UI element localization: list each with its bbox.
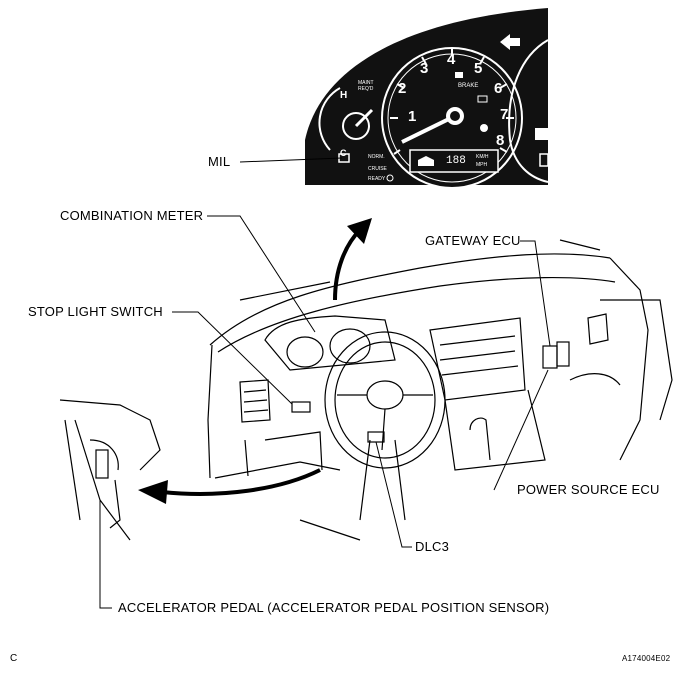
norm-indicator: NORM. xyxy=(368,154,385,160)
ready-indicator: READY xyxy=(368,176,386,182)
tach-6: 6 xyxy=(494,80,503,97)
tach-2: 2 xyxy=(398,80,407,97)
unit-mph: MPH xyxy=(476,162,488,168)
leader-lines xyxy=(99,157,551,609)
combination-meter-closeup xyxy=(305,8,549,189)
label-gateway-ecu: GATEWAY ECU xyxy=(425,233,521,248)
maint-indicator: MAINT xyxy=(358,80,374,86)
temp-h: H xyxy=(340,90,348,101)
dashboard-lineart xyxy=(59,239,673,541)
label-combination-meter: COMBINATION METER xyxy=(60,208,204,223)
temp-c: C xyxy=(340,148,347,158)
tach-3: 3 xyxy=(420,60,429,77)
tach-7: 7 xyxy=(500,106,509,123)
unit-km: KM/H xyxy=(476,154,489,160)
label-dlc3: DLC3 xyxy=(415,539,450,554)
corner-code-left: C xyxy=(10,653,18,664)
label-accelerator-pedal: ACCELERATOR PEDAL (ACCELERATOR PEDAL POS… xyxy=(118,600,550,615)
reqd-indicator: REQ'D xyxy=(358,86,374,92)
tach-5: 5 xyxy=(474,60,483,77)
cruise-indicator: CRUISE xyxy=(368,166,387,172)
label-mil: MIL xyxy=(208,154,231,169)
brake-indicator: BRAKE xyxy=(458,83,479,89)
label-power-source-ecu: POWER SOURCE ECU xyxy=(517,482,660,497)
label-stop-light-switch: STOP LIGHT SWITCH xyxy=(28,304,163,319)
tach-4: 4 xyxy=(447,51,456,68)
odometer-value: 188 xyxy=(446,155,466,167)
figure-id: A174004E02 xyxy=(622,654,671,663)
tach-1: 1 xyxy=(408,108,417,125)
zoom-arrow-pedal xyxy=(161,468,321,496)
tach-8: 8 xyxy=(496,132,505,149)
zoom-arrow-meter xyxy=(333,228,362,301)
